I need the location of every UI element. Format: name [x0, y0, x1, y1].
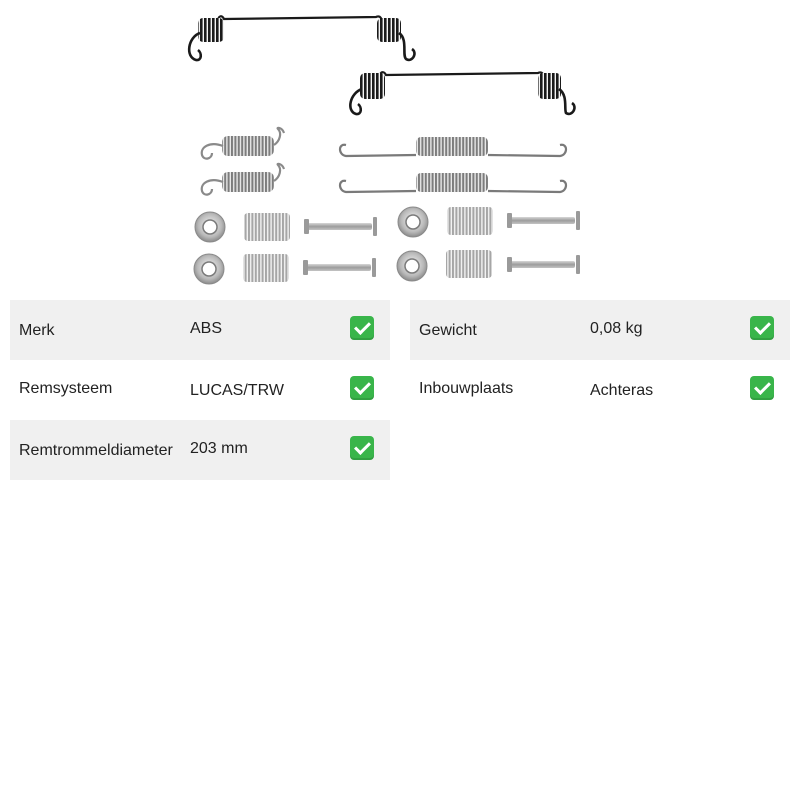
hold-down-hardware: [193, 206, 580, 285]
spec-label: Remsysteem: [19, 380, 113, 397]
short-spring-upper: [200, 126, 286, 160]
spec-row-merk: Merk ABS: [10, 300, 390, 360]
check-icon: [750, 376, 774, 400]
spec-column-right: Gewicht 0,08 kg Inbouwplaats Achteras: [410, 300, 790, 420]
return-spring-top-right: [349, 71, 576, 116]
long-spring-upper: [338, 137, 568, 158]
check-icon: [750, 316, 774, 340]
brake-spring-kit-photo: [187, 15, 580, 285]
spec-value: 0,08 kg: [590, 320, 643, 337]
short-spring-lower: [200, 162, 286, 196]
spec-value: 203 mm: [190, 440, 248, 457]
spec-table: Merk ABS Remsysteem LUCAS/TRW Remtrommel…: [10, 300, 790, 480]
product-image: [180, 5, 590, 290]
spec-row-inbouwplaats: Inbouwplaats Achteras: [410, 360, 790, 420]
spec-row-remsysteem: Remsysteem LUCAS/TRW: [10, 360, 390, 420]
spec-value: ABS: [190, 320, 223, 337]
check-icon: [350, 316, 374, 340]
spec-row-gewicht: Gewicht 0,08 kg: [410, 300, 790, 360]
spec-label: Gewicht: [419, 322, 477, 339]
check-icon: [350, 436, 374, 460]
spec-label: Inbouwplaats: [419, 380, 514, 397]
return-spring-top-left: [187, 15, 416, 62]
long-spring-lower: [338, 173, 568, 194]
spec-column-left: Merk ABS Remsysteem LUCAS/TRW Remtrommel…: [10, 300, 390, 480]
check-icon: [350, 376, 374, 400]
spec-row-remtrommeldiameter: Remtrommeldiameter 203 mm: [10, 420, 390, 480]
spec-value: Achteras: [590, 382, 654, 399]
spec-label: Remtrommeldiameter: [19, 442, 173, 459]
spec-value: LUCAS/TRW: [190, 382, 284, 399]
spec-label: Merk: [19, 322, 55, 339]
